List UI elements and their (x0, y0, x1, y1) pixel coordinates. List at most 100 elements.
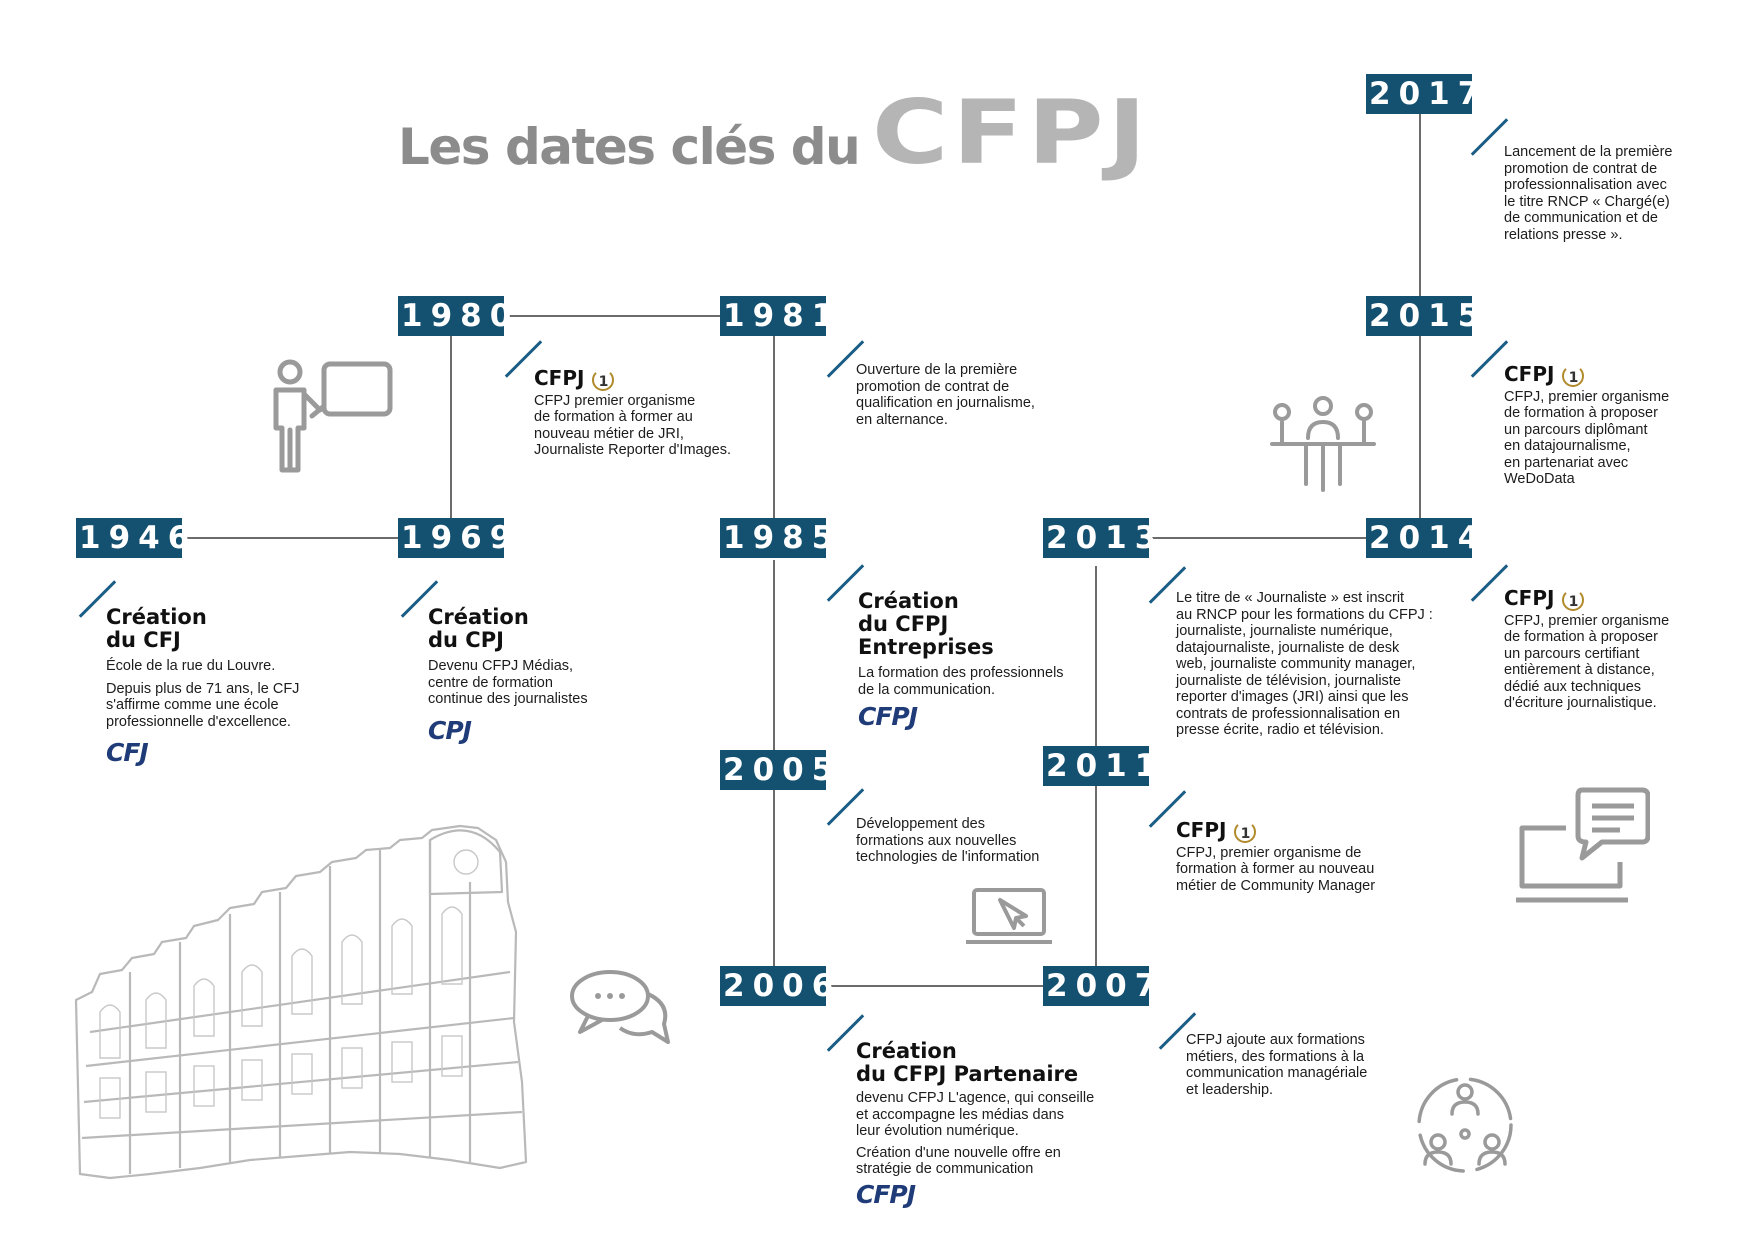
event-1985: Création du CFPJ Entreprises La formatio… (858, 589, 1108, 732)
event-title: Création (856, 1039, 957, 1063)
year-label: 1980 (401, 298, 520, 334)
event-text: relations presse ». (1504, 226, 1623, 243)
event-text: de formation à former au (534, 409, 693, 425)
presenter-icon (273, 359, 393, 473)
year-label: 1969 (401, 520, 520, 556)
first-place-badge: 1 (1562, 364, 1585, 387)
meeting-icon (1270, 396, 1376, 492)
event-text: d'écriture journalistique. (1504, 695, 1657, 711)
event-title: CFPJ 1 (1176, 818, 1436, 843)
building-sketch-icon (74, 824, 528, 1180)
event-2005: Développement des formations aux nouvell… (856, 816, 1106, 866)
event-text: École de la rue du Louvre. (106, 658, 276, 674)
event-text: en partenariat avec (1504, 454, 1629, 471)
event-title: Entreprises (858, 635, 994, 659)
event-text: et leadership. (1186, 1081, 1274, 1098)
event-1981: Ouverture de la première promotion de co… (856, 362, 1106, 428)
event-text: un parcours certifiant (1504, 645, 1640, 662)
event-text: qualification en journalisme, (856, 395, 1035, 411)
event-text: Ouverture de la première (856, 362, 1018, 378)
event-text: centre de formation (428, 674, 553, 691)
event-title: du CFPJ Partenaire (856, 1062, 1079, 1086)
event-1969: Création du CPJ Devenu CFPJ Médias, cent… (428, 606, 678, 745)
event-text: en alternance. (856, 411, 948, 428)
event-text: CFPJ, premier organisme (1504, 388, 1670, 405)
event-1980: CFPJ 1 CFPJ premier organisme de formatio… (534, 366, 794, 459)
event-text: le titre RNCP « Chargé(e) (1504, 193, 1670, 210)
event-text: formations aux nouvelles (856, 832, 1017, 849)
event-text: Création d'une nouvelle offre en (856, 1144, 1061, 1161)
year-2007: 2007 (1043, 966, 1165, 1006)
year-1981: 1981 (720, 296, 842, 336)
event-text: devenu CFPJ L'agence, qui conseille (856, 1090, 1095, 1106)
event-text: de communication et de (1504, 210, 1658, 226)
year-label: 2007 (1046, 968, 1165, 1004)
event-text: métier de Community Manager (1176, 877, 1376, 894)
year-label: 2006 (723, 968, 842, 1004)
event-text: de formation à proposer (1504, 629, 1658, 645)
event-text: CFPJ premier organisme (534, 392, 696, 409)
event-title: Création (106, 605, 207, 629)
event-text: et accompagne les médias dans (856, 1106, 1064, 1123)
year-label: 1981 (723, 298, 842, 334)
event-text: CFPJ, premier organisme de (1176, 844, 1362, 861)
event-title: du CFJ (106, 628, 181, 652)
event-text: Le titre de « Journaliste » est inscrit (1176, 590, 1405, 606)
laptop-cursor-icon (966, 888, 1052, 944)
year-2013: 2013 (1043, 518, 1156, 558)
event-2007: CFPJ ajoute aux formations métiers, des … (1186, 1032, 1436, 1098)
event-text: de formation à proposer (1504, 405, 1658, 421)
year-2017: 2017 (1366, 74, 1479, 114)
event-text: WeDoData (1504, 471, 1575, 487)
event-text: technologies de l'information (856, 849, 1040, 865)
event-2017: Lancement de la première promotion de co… (1504, 144, 1744, 243)
cfj-logo: CFJ (106, 738, 149, 767)
event-2006: Création du CFPJ Partenaire devenu CFPJ … (856, 1040, 1126, 1209)
event-text: datajournaliste, journaliste de desk (1176, 639, 1400, 656)
event-text: de la communication. (858, 681, 996, 698)
event-title: du CPJ (428, 628, 504, 652)
first-place-badge: 1 (1234, 820, 1257, 843)
event-text: entièrement à distance, (1504, 662, 1655, 678)
event-title: Création (858, 589, 959, 613)
event-2013: Le titre de « Journaliste » est inscrit … (1176, 590, 1446, 739)
first-place-badge: 1 (592, 368, 615, 391)
event-text: un parcours diplômant (1504, 421, 1648, 438)
event-text: continue des journalistes (428, 691, 588, 707)
event-title: CFPJ 1 (534, 366, 794, 391)
event-title: CFPJ 1 (1504, 586, 1744, 611)
event-text: stratégie de communication (856, 1161, 1034, 1177)
event-title-text: CFPJ (534, 366, 585, 390)
event-text: dédié aux techniques (1504, 678, 1642, 695)
event-title: du CFPJ (858, 612, 949, 636)
event-title-text: CFPJ (1504, 586, 1555, 610)
event-text: nouveau métier de JRI, (534, 425, 684, 442)
event-text: leur évolution numérique. (856, 1123, 1019, 1139)
year-2006: 2006 (720, 966, 842, 1006)
event-text: métiers, des formations à la (1186, 1048, 1365, 1065)
event-text: journaliste, journaliste numérique, (1176, 623, 1393, 639)
cfpj-logo: CFPJ (872, 80, 1151, 185)
event-text: reporter d'images (JRI) ainsi que les (1176, 689, 1409, 705)
event-text: s'affirme comme une école (106, 697, 279, 713)
event-text: Depuis plus de 71 ans, le CFJ (106, 680, 300, 697)
event-text: promotion de contrat de (856, 378, 1010, 395)
event-text: Lancement de la première (1504, 144, 1673, 160)
event-text: Développement des (856, 816, 985, 832)
event-text: Devenu CFPJ Médias, (428, 658, 574, 674)
year-label: 2014 (1369, 520, 1488, 556)
year-1980: 1980 (398, 296, 520, 336)
first-place-badge: 1 (1562, 588, 1585, 611)
year-2005: 2005 (720, 750, 833, 790)
event-title: CFPJ 1 (1504, 362, 1744, 387)
chat-bubbles-icon (570, 970, 670, 1044)
event-title-text: CFPJ (1176, 818, 1227, 842)
event-text: CFPJ ajoute aux formations (1186, 1032, 1365, 1048)
event-text: formation à former au nouveau (1176, 861, 1375, 877)
event-text: web, journaliste community manager, (1176, 656, 1416, 672)
event-2015: CFPJ 1 CFPJ, premier organisme de formati… (1504, 362, 1744, 488)
event-title-text: CFPJ (1504, 362, 1555, 386)
year-label: 1946 (79, 520, 198, 556)
